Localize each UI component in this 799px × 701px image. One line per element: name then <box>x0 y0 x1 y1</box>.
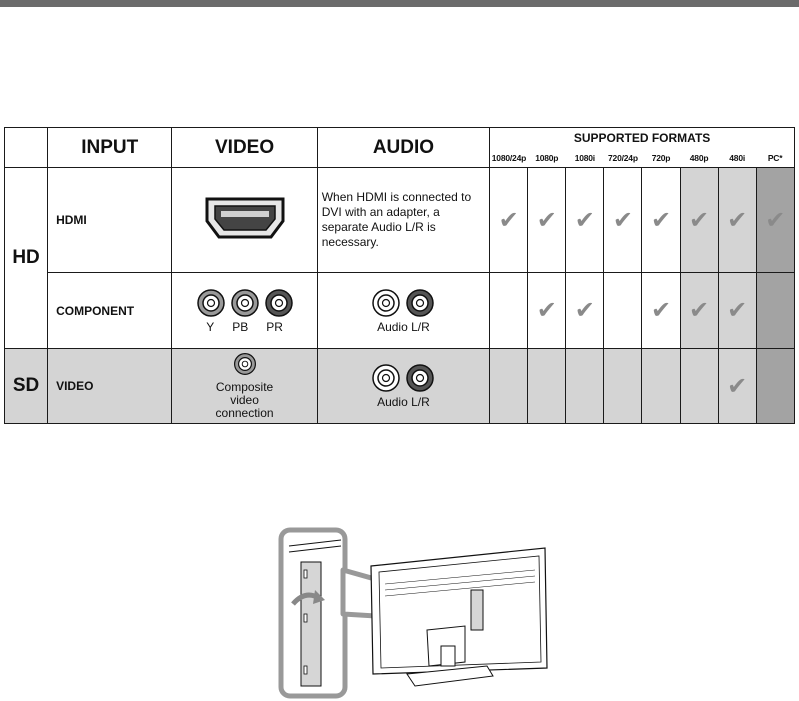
tv-terminal-panel <box>470 589 484 631</box>
composite-jack-icon <box>233 353 256 375</box>
format-label: 720/24p <box>603 148 642 168</box>
format-check <box>641 348 681 424</box>
format-check: ✔ <box>717 348 757 424</box>
format-label: 1080/24p <box>489 148 528 168</box>
top-rule <box>0 0 799 7</box>
format-check: ✔ <box>527 167 567 273</box>
format-check: ✔ <box>565 272 605 349</box>
composite-jack-cell: Composite video connection <box>171 348 318 424</box>
format-check <box>755 348 796 424</box>
format-check <box>527 348 567 424</box>
audio-lr-label: Audio L/R <box>377 319 430 334</box>
component-jack-labels: Y PB PR <box>172 320 316 334</box>
format-check: ✔ <box>679 272 719 349</box>
format-check <box>603 348 643 424</box>
format-label: 480p <box>680 148 719 168</box>
group-label-hd: HD <box>3 167 49 349</box>
format-check: ✔ <box>679 167 719 273</box>
audio-jacks <box>318 363 489 393</box>
header-audio: AUDIO <box>316 127 491 168</box>
format-check: ✔ <box>489 167 529 273</box>
format-check: ✔ <box>755 167 796 273</box>
audio-lr-label: Audio L/R <box>377 395 430 409</box>
header-video: VIDEO <box>171 127 318 168</box>
input-label-hdmi: HDMI <box>47 167 173 273</box>
format-check: ✔ <box>717 272 757 349</box>
format-check: ✔ <box>717 167 757 273</box>
video-audio-cell: Audio L/R <box>316 348 491 424</box>
hdmi-port-icon <box>205 197 285 238</box>
format-check: ✔ <box>641 272 681 349</box>
format-check <box>489 348 529 424</box>
header-supported-formats: SUPPORTED FORMATS <box>489 126 795 149</box>
composite-video-label: Composite video connection <box>215 380 274 420</box>
hdmi-port-cell <box>171 167 318 273</box>
group-label-sd: SD <box>3 348 49 424</box>
format-check: ✔ <box>565 167 605 273</box>
tv-rear-illustration <box>278 527 548 699</box>
format-label: 480i <box>718 148 757 168</box>
audio-jacks <box>318 288 489 318</box>
audio-right-jack-icon <box>406 364 435 392</box>
header-input: INPUT <box>47 127 173 168</box>
input-format-table: INPUT VIDEO AUDIO SUPPORTED FORMATS 1080… <box>3 126 796 424</box>
component-jacks <box>172 288 316 318</box>
jack-label-y: Y <box>206 319 215 334</box>
format-check <box>755 272 796 349</box>
input-label-video: VIDEO <box>47 348 173 424</box>
format-check: ✔ <box>603 167 643 273</box>
jack-label-pr: PR <box>266 319 283 334</box>
format-label: PC* <box>756 148 796 168</box>
jack-label-pb: PB <box>232 319 249 334</box>
tv-stand-base <box>406 665 494 687</box>
audio-left-jack-icon <box>372 364 401 392</box>
format-check <box>565 348 605 424</box>
component-audio-cell: Audio L/R <box>316 272 491 349</box>
corner-cell <box>3 127 49 168</box>
format-label: 720p <box>641 148 681 168</box>
format-check <box>679 348 719 424</box>
format-check: ✔ <box>527 272 567 349</box>
hdmi-audio-note: When HDMI is connected to DVI with an ad… <box>316 167 491 273</box>
jack-pr-icon <box>264 288 293 317</box>
format-label: 1080p <box>527 148 566 168</box>
jack-y-icon <box>196 288 225 317</box>
tv-body <box>370 547 548 675</box>
format-check: ✔ <box>641 167 681 273</box>
audio-left-jack-icon <box>372 288 401 317</box>
audio-right-jack-icon <box>406 288 435 317</box>
component-jacks-cell: Y PB PR <box>171 272 318 349</box>
format-label: 1080i <box>565 148 604 168</box>
input-label-component: COMPONENT <box>47 272 173 349</box>
jack-pb-icon <box>230 288 259 317</box>
format-check <box>489 272 529 349</box>
format-check <box>603 272 643 349</box>
